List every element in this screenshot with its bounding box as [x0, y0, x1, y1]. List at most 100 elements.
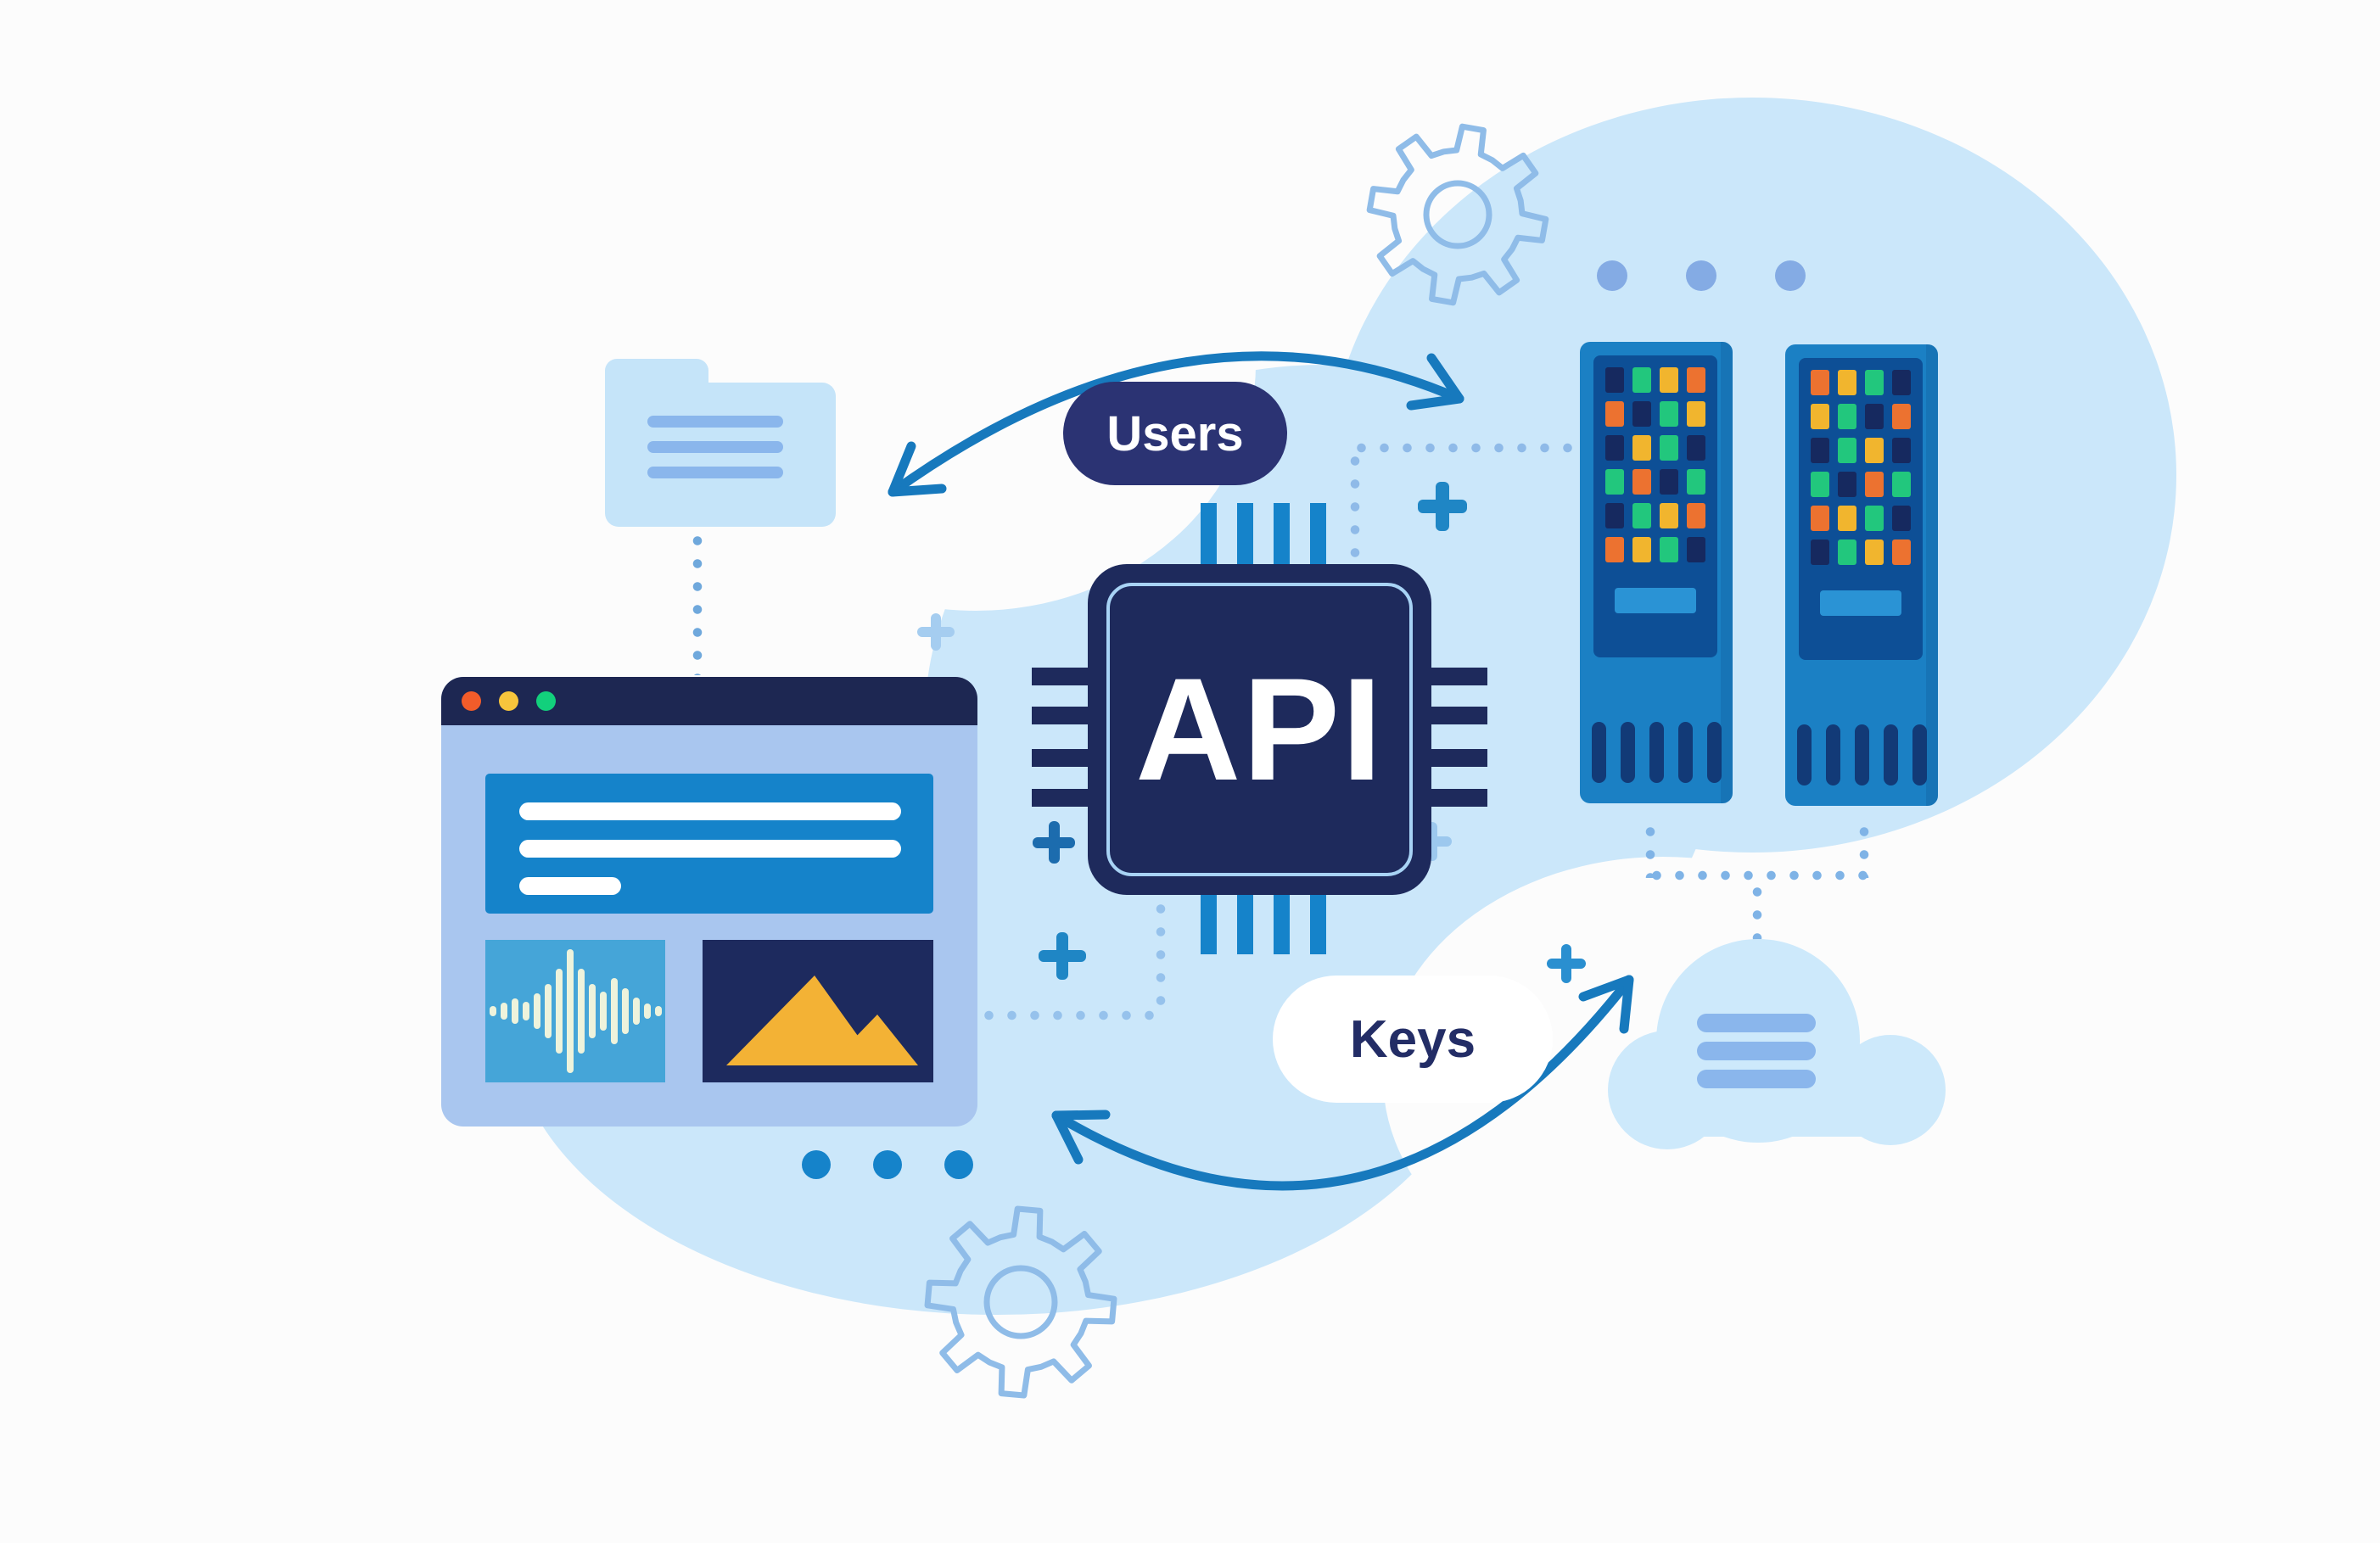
chip-pin	[1274, 893, 1290, 954]
chip-pin	[1310, 503, 1326, 564]
keys-badge: Keys	[1273, 976, 1553, 1103]
dotted-connector-chip-server-h	[1350, 443, 1580, 453]
content-line	[519, 802, 901, 820]
server-light-navy	[1838, 472, 1856, 497]
traffic-light	[499, 691, 518, 711]
traffic-light	[536, 691, 556, 711]
server-light-orange	[1605, 401, 1624, 427]
chip-pin	[1237, 893, 1253, 954]
server-light-green	[1660, 435, 1678, 461]
folder-body	[605, 383, 836, 527]
server-light-navy	[1605, 435, 1624, 461]
server-light-green	[1632, 503, 1651, 528]
folder-icon	[605, 359, 836, 527]
server-light-navy	[1605, 503, 1624, 528]
server-vent	[1591, 722, 1606, 783]
api-chip-icon: API	[1088, 564, 1431, 895]
browser-titlebar	[441, 677, 977, 725]
server-light-yellow	[1838, 506, 1856, 531]
chip-pin	[1032, 707, 1088, 724]
server-light-navy	[1687, 537, 1705, 562]
chip-pin	[1032, 668, 1088, 685]
chip-pin	[1032, 749, 1088, 767]
server-vents	[1785, 724, 1938, 785]
plus-mark-icon	[1547, 944, 1586, 983]
traffic-light	[462, 691, 481, 711]
server-vent	[1706, 722, 1722, 783]
users-badge: Users	[1063, 382, 1287, 485]
waveform-bar	[533, 993, 540, 1029]
plus-mark-icon	[1039, 932, 1086, 980]
dotted-connector-browser-chip-v	[1156, 897, 1166, 1016]
browser-content-block	[485, 774, 933, 914]
waveform-bar	[544, 984, 552, 1038]
server-light-green	[1865, 506, 1884, 531]
server-light-navy	[1811, 438, 1829, 463]
server-vent	[1854, 724, 1869, 785]
waveform-bar	[500, 1003, 507, 1020]
users-arrow-head-right	[1406, 353, 1464, 411]
server-light-orange	[1892, 539, 1911, 565]
waveform-bar	[632, 998, 640, 1025]
plus-mark-icon	[1033, 821, 1075, 864]
keys-arrow-head-left	[1051, 1110, 1111, 1165]
server-light-yellow	[1811, 404, 1829, 429]
server-light-navy	[1605, 367, 1624, 393]
server-light-navy	[1660, 469, 1678, 495]
waveform-bar	[566, 949, 574, 1073]
server-light-navy	[1892, 438, 1911, 463]
users-arrow-head-left	[888, 441, 947, 497]
plus-mark-icon	[917, 613, 955, 651]
server-light-yellow	[1865, 438, 1884, 463]
chip-pin	[1431, 789, 1487, 807]
server-light-green	[1811, 472, 1829, 497]
server-light-navy	[1632, 401, 1651, 427]
server-light-navy	[1811, 539, 1829, 565]
chip-pin	[1431, 707, 1487, 724]
server-slot	[1820, 590, 1901, 616]
waveform-bar	[588, 984, 596, 1038]
server-light-yellow	[1632, 435, 1651, 461]
dotted-connector-cloud	[1752, 881, 1762, 948]
server-light-orange	[1687, 367, 1705, 393]
ellipsis-dots-icon	[802, 1150, 973, 1179]
server-light-yellow	[1687, 401, 1705, 427]
server-light-green	[1660, 537, 1678, 562]
content-line	[519, 840, 901, 858]
server-vent	[1883, 724, 1898, 785]
server-tower-right	[1785, 344, 1938, 806]
server-lights	[1605, 367, 1705, 562]
server-light-yellow	[1838, 370, 1856, 395]
content-line	[519, 877, 621, 895]
gear-icon	[924, 1205, 1117, 1399]
server-vent	[1677, 722, 1693, 783]
dotted-connector-chip-server-v	[1350, 450, 1360, 564]
server-light-green	[1892, 472, 1911, 497]
server-light-navy	[1687, 435, 1705, 461]
server-light-navy	[1892, 370, 1911, 395]
chip-label: API	[1135, 648, 1384, 811]
keys-arrow-head-right	[1578, 975, 1634, 1034]
server-light-yellow	[1632, 537, 1651, 562]
dotted-connector-browser-chip-h	[977, 1010, 1161, 1020]
chip-pin	[1032, 789, 1088, 807]
keys-label: Keys	[1349, 1009, 1476, 1069]
chip-inner-border	[1106, 583, 1413, 876]
server-vent	[1912, 724, 1927, 785]
server-light-green	[1838, 438, 1856, 463]
dotted-connector-server-left-down	[1645, 820, 1655, 878]
chip-pin	[1274, 503, 1290, 564]
gear-icon	[1366, 123, 1549, 306]
server-light-green	[1865, 370, 1884, 395]
dotted-connector-servers-join	[1645, 870, 1869, 881]
chip-pin	[1310, 893, 1326, 954]
waveform-bar	[599, 992, 607, 1031]
server-light-green	[1838, 539, 1856, 565]
audio-waveform-icon	[485, 940, 665, 1082]
chip-pin	[1201, 893, 1217, 954]
plus-mark-icon	[1413, 822, 1452, 861]
server-light-green	[1838, 404, 1856, 429]
chip-pin	[1431, 749, 1487, 767]
